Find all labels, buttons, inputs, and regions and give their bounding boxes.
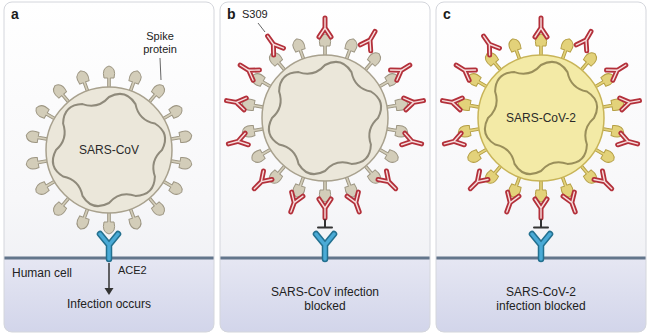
spike-ring bbox=[25, 34, 408, 234]
antibody-label: S309 bbox=[242, 8, 268, 21]
inhibition-symbol bbox=[318, 220, 332, 228]
virus-name: SARS-CoV-2 bbox=[506, 111, 576, 125]
panel-background bbox=[220, 2, 430, 332]
panel-letter: a bbox=[11, 6, 19, 22]
virus-body bbox=[262, 55, 388, 181]
inhibition-symbol bbox=[534, 220, 548, 228]
figure-panel: cSARS-CoV-2 bbox=[436, 2, 646, 332]
part-label: ACE2 bbox=[118, 264, 147, 277]
infection-arrow bbox=[105, 263, 114, 295]
outcome-label: SARS-CoV-2 infection blocked bbox=[486, 285, 596, 314]
spike-ring bbox=[457, 34, 624, 202]
leader-line bbox=[258, 23, 265, 32]
region-label: Human cell bbox=[12, 266, 72, 280]
ace2-receptor bbox=[100, 234, 118, 259]
ace2-receptor bbox=[532, 234, 550, 259]
panel-background bbox=[436, 2, 646, 332]
virus-name: SARS-CoV bbox=[79, 143, 139, 157]
panel-letter: c bbox=[443, 6, 451, 22]
antibody-ring bbox=[225, 18, 424, 218]
outcome-label: Infection occurs bbox=[44, 297, 174, 311]
panel-background bbox=[4, 2, 214, 332]
panel-letter: b bbox=[227, 6, 236, 22]
leader-line bbox=[160, 58, 161, 80]
virus-particle: SARS-CoV bbox=[45, 86, 173, 214]
virus-particle: SARS-CoV-2 bbox=[477, 54, 605, 182]
outcome-label: SARS-CoV infection blocked bbox=[270, 285, 380, 314]
antibody-ring bbox=[441, 18, 640, 218]
figure-panel: aSARS-CoV bbox=[4, 2, 214, 332]
figure-panel: b bbox=[220, 2, 430, 332]
part-label: Spike protein bbox=[136, 30, 184, 56]
ace2-receptor bbox=[316, 234, 334, 259]
